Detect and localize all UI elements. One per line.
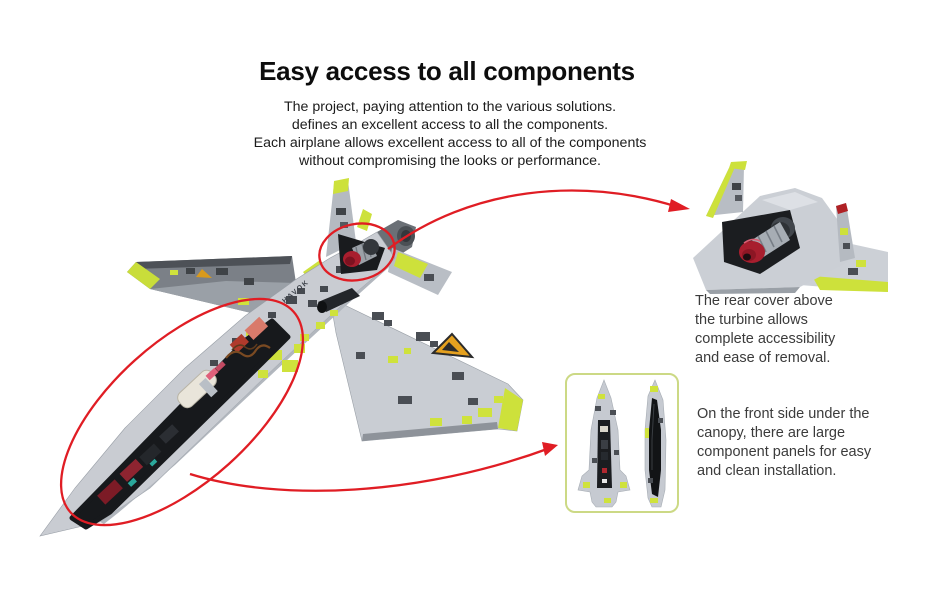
intake [317, 288, 360, 313]
caption-line: and clean installation. [697, 463, 837, 479]
intro-line: Each airplane allows excellent access to… [253, 135, 647, 151]
caption-line: and ease of removal. [695, 350, 831, 366]
page-title: Easy access to all components [259, 56, 635, 86]
arrow-to-rear-detail [387, 189, 679, 250]
intro-line: The project, paying attention to the var… [283, 99, 617, 115]
caption-line: On the front side under the [697, 406, 870, 422]
caption-line: the turbine allows [695, 312, 808, 328]
front-panel-caption: On the front side under the canopy, ther… [697, 405, 897, 481]
right-wing [329, 297, 524, 442]
rear-cover-caption: The rear cover above the turbine allows … [695, 292, 885, 368]
caption-line: The rear cover above [695, 293, 833, 309]
rear-turbine-bay [338, 234, 385, 274]
intro-line: without compromising the looks or perfor… [298, 153, 601, 169]
panel-top-view [577, 379, 631, 508]
highlight-annotations [59, 189, 690, 527]
intro-line: defines an excellent access to all the c… [291, 117, 609, 133]
arrow-to-front-detail [189, 446, 551, 492]
caption-line: component panels for easy [697, 444, 872, 460]
rear-detail-image [693, 161, 888, 294]
panel-profile-view [644, 379, 667, 508]
warning-decal [430, 332, 475, 359]
caption-line: complete accessibility [695, 331, 836, 347]
intro-paragraph: The project, paying attention to the var… [100, 98, 800, 170]
front-detail-panel [565, 373, 679, 513]
front-component-bay [69, 316, 291, 530]
highlight-ellipse-front [59, 297, 305, 527]
caption-line: canopy, there are large [697, 425, 846, 441]
main-jet-illustration: HAVOK [39, 178, 524, 537]
